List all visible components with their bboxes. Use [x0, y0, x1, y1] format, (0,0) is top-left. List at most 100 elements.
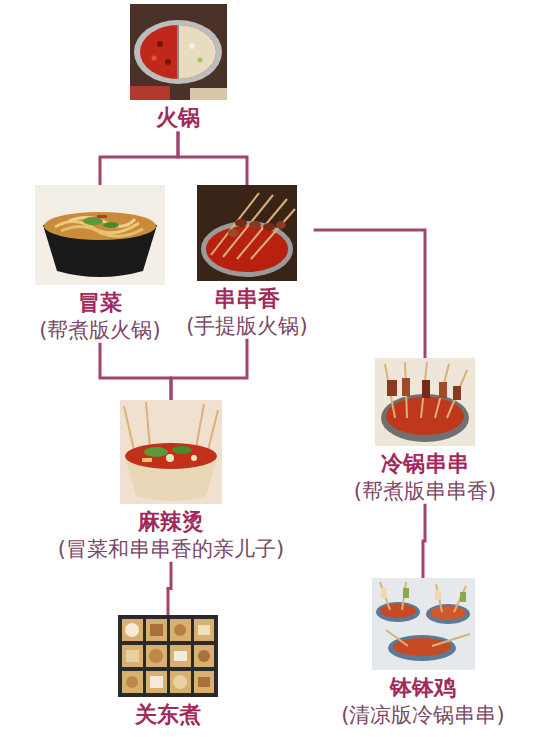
oden-photo-part [194, 619, 214, 641]
bobo-chicken-photo-part [380, 582, 390, 610]
oden-photo-part [146, 619, 167, 641]
lengguo-photo-part [435, 364, 449, 418]
tree-connector [423, 504, 425, 578]
chuanchuan-photo-part [237, 199, 287, 259]
maocai-photo [35, 185, 165, 285]
oden-photo-part [170, 671, 191, 693]
hotpot-photo-part [189, 43, 195, 49]
dish-note: (帮煮版火锅) [39, 317, 160, 343]
oden-photo-part [174, 624, 186, 636]
hotpot-photo-part [130, 4, 227, 100]
dish-name: 关东煮 [124, 701, 212, 729]
lengguo-photo [375, 358, 475, 446]
chuanchuan-photo-part [206, 226, 288, 272]
hotpot-photo-part [198, 58, 203, 63]
dish-name: 钵钵鸡 [341, 674, 504, 702]
oden-photo-part [126, 676, 138, 688]
chuanchuan-photo-part [263, 223, 275, 231]
oden-photo-part [150, 624, 163, 636]
bobo-chicken-photo-part [432, 634, 470, 646]
malatang-photo-part [144, 447, 168, 457]
oden-photo-part [122, 671, 143, 693]
food-node: 关东煮 [118, 615, 218, 729]
food-node: 串串香(手提版火锅) [180, 185, 313, 339]
oden-photo-part [149, 649, 163, 663]
malatang-photo-part [196, 404, 204, 448]
food-node: 冷锅串串(帮煮版串串香) [348, 358, 502, 504]
oden-photo-part [194, 671, 214, 693]
hotpot-photo-part [134, 20, 222, 84]
maocai-photo-part [35, 185, 165, 285]
bobo-chicken-photo-part [381, 588, 387, 598]
malatang-photo-part [124, 406, 134, 450]
food-node: 冒菜(帮煮版火锅) [33, 185, 166, 343]
hotpot-photo-part [178, 25, 216, 79]
bobo-chicken-photo-part [376, 602, 420, 622]
oden-photo-part [122, 619, 143, 641]
lengguo-photo-part [439, 382, 447, 398]
hotpot-photo-part [165, 59, 171, 65]
dish-note: (帮煮版串串香) [354, 478, 496, 504]
hotpot-photo-part [130, 86, 170, 100]
lengguo-photo-part [375, 358, 475, 446]
malatang-photo-part [191, 455, 197, 461]
oden-photo-part [198, 677, 210, 687]
chuanchuan-photo [197, 185, 297, 281]
food-node: 钵钵鸡(清凉版冷锅串串) [335, 578, 510, 728]
chuanchuan-photo-part [276, 221, 286, 229]
tree-connector [100, 343, 171, 400]
oden-photo-part [125, 623, 139, 637]
malatang-photo-part [125, 443, 217, 469]
bobo-chicken-photo-part [426, 604, 470, 624]
malatang-photo-part [166, 454, 174, 462]
oden-photo-part [173, 675, 187, 689]
bobo-chicken-photo-part [372, 578, 475, 670]
lengguo-photo-part [422, 380, 430, 398]
oden-photo-part [122, 645, 143, 667]
lengguo-photo-part [447, 370, 467, 418]
tree-connector [100, 132, 178, 186]
bobo-chicken-photo-part [436, 584, 442, 612]
oden-photo [118, 615, 218, 697]
oden-photo-part [118, 615, 218, 697]
lengguo-photo-part [387, 380, 397, 396]
oden-photo-part [146, 645, 167, 667]
bobo-chicken-photo-part [430, 606, 466, 620]
malatang-photo-part [142, 458, 152, 462]
bobo-chicken-photo-part [454, 586, 466, 612]
oden-photo-part [198, 625, 210, 635]
chuanchuan-photo-part [249, 221, 261, 229]
bobo-chicken-photo-part [435, 590, 441, 600]
maocai-photo-part [69, 217, 135, 226]
hotpot-photo-part [190, 88, 227, 100]
maocai-photo-part [44, 212, 156, 240]
oden-photo-part [174, 651, 187, 661]
hotpot-photo-part [140, 25, 216, 79]
bobo-chicken-photo-part [386, 630, 408, 646]
maocai-photo-part [61, 226, 143, 236]
bobo-chicken-photo-part [380, 604, 416, 618]
oden-photo-part [170, 645, 191, 667]
dish-name: 冷锅串串 [354, 450, 496, 478]
chuanchuan-photo-part [228, 229, 238, 237]
hotpot-photo [130, 4, 227, 100]
food-node: 火锅 [130, 4, 227, 132]
hotpot-photo-part [152, 56, 157, 61]
chuanchuan-photo-part [251, 209, 295, 259]
maocai-photo-part [83, 217, 103, 225]
oden-photo-part [126, 650, 139, 662]
malatang-photo-part [172, 446, 192, 454]
bobo-chicken-photo-part [460, 592, 466, 602]
maocai-photo-part [97, 215, 107, 218]
dish-name: 串串香 [186, 285, 307, 313]
hotpot-photo-part [177, 25, 179, 79]
tree-connector [168, 562, 171, 615]
oden-photo-part [198, 650, 210, 662]
maocai-photo-part [103, 222, 119, 228]
oden-photo-part [150, 676, 163, 688]
dish-name: 冒菜 [39, 289, 160, 317]
malatang-photo-part [208, 410, 218, 450]
